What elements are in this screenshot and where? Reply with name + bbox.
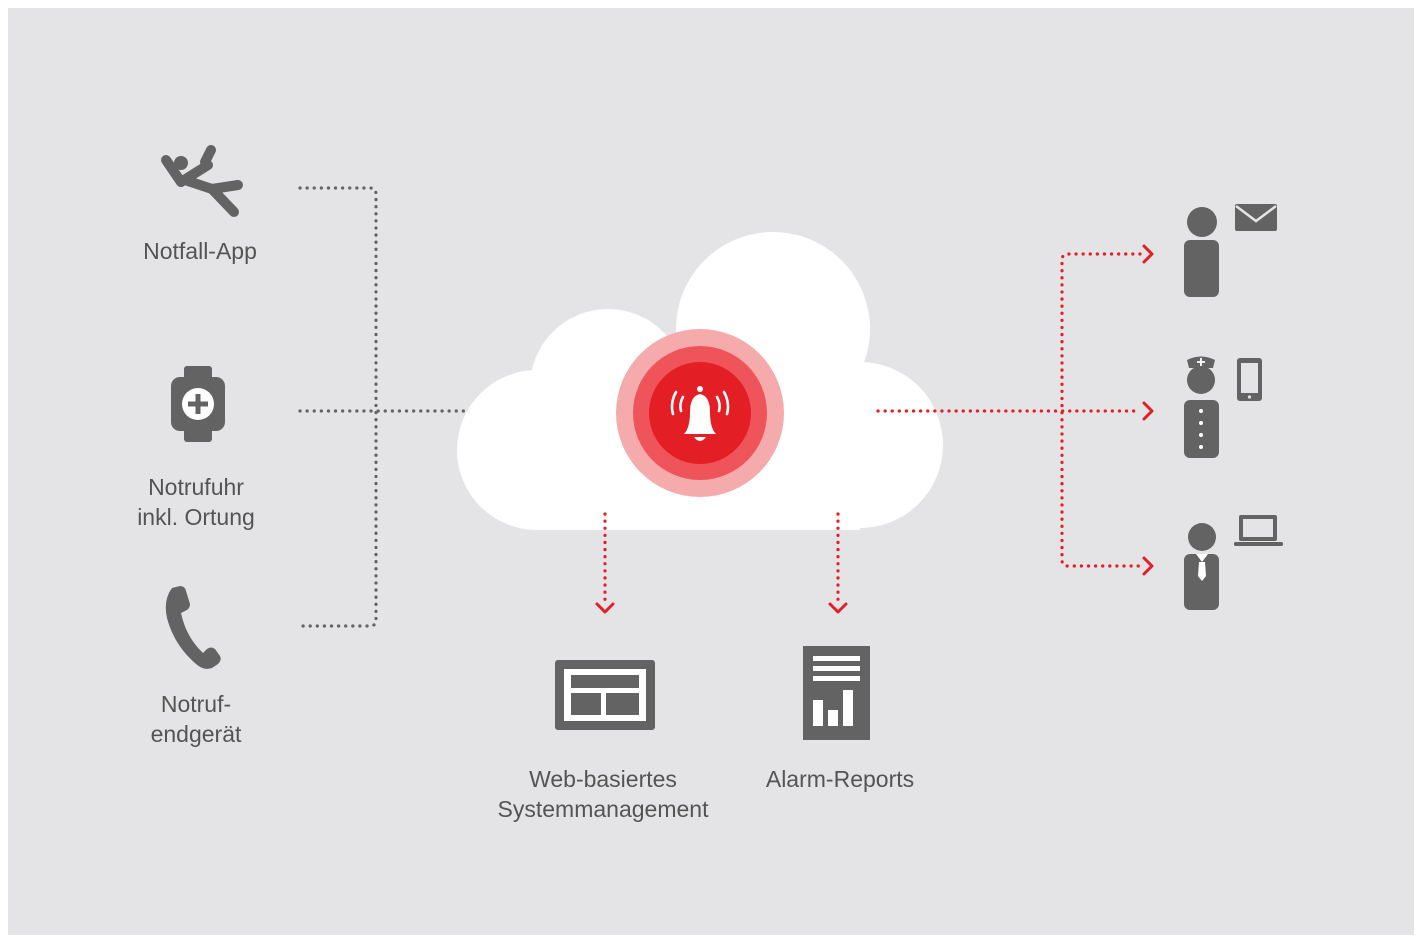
label-notfall-app-text: Notfall-App xyxy=(143,238,257,264)
connector-app xyxy=(298,186,378,628)
label-web-line1: Web-basiertes xyxy=(529,766,677,792)
label-notruf-endgeraet: Notruf- endgerät xyxy=(118,689,274,749)
label-alarm-reports: Alarm-Reports xyxy=(740,764,940,794)
label-notrufuhr: Notrufuhr inkl. Ortung xyxy=(108,472,284,532)
report-chart-icon xyxy=(803,646,870,740)
falling-person-icon xyxy=(161,145,243,217)
connector-recipient-branch xyxy=(1060,252,1142,568)
person-icon xyxy=(1184,207,1219,297)
arrowhead-recipient-1 xyxy=(1142,244,1154,264)
arrowheads xyxy=(595,244,1154,614)
label-notfall-app: Notfall-App xyxy=(118,236,282,266)
label-web-system: Web-basiertes Systemmanagement xyxy=(470,764,736,824)
diagram-canvas: Notfall-App Notrufuhr inkl. Ortung Notru… xyxy=(8,8,1414,935)
phone-handset-icon xyxy=(165,586,221,669)
emergency-watch-icon xyxy=(171,366,225,442)
laptop-icon xyxy=(1234,515,1283,546)
label-alarm-reports-text: Alarm-Reports xyxy=(765,766,915,792)
web-dashboard-icon xyxy=(555,660,655,730)
mail-envelope-icon xyxy=(1235,204,1277,231)
nurse-icon xyxy=(1184,356,1219,458)
smartphone-icon xyxy=(1237,358,1262,401)
businessman-icon xyxy=(1184,523,1219,610)
label-notrufuhr-line1: Notrufuhr xyxy=(148,474,244,500)
label-notrufuhr-line2: inkl. Ortung xyxy=(137,504,255,530)
arrowhead-recipient-2 xyxy=(1142,401,1154,421)
label-notruf-line2: endgerät xyxy=(150,721,242,747)
output-connectors xyxy=(603,252,1142,602)
arrowhead-web xyxy=(595,602,615,614)
alarm-center xyxy=(616,329,784,497)
label-notruf-line1: Notruf- xyxy=(160,691,232,717)
diagram-svg xyxy=(161,145,1283,740)
arrowhead-reports xyxy=(828,602,848,614)
arrowhead-recipient-3 xyxy=(1142,556,1154,576)
alarm-bell-icon xyxy=(670,386,730,441)
label-web-line2: Systemmanagement xyxy=(497,796,709,822)
